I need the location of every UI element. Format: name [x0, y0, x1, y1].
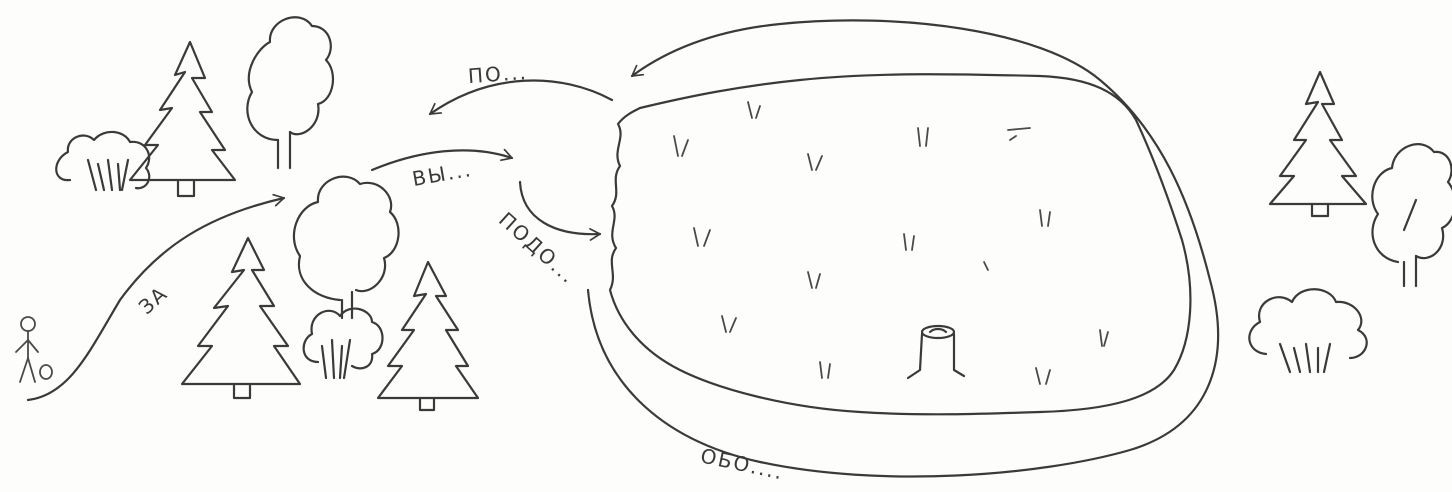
- deciduous-tree-icon: [294, 177, 399, 318]
- bush-icon: [1249, 289, 1366, 372]
- spruce-tree-icon: [130, 42, 235, 196]
- deciduous-tree-icon: [247, 17, 333, 168]
- deciduous-tree-icon: [1372, 144, 1452, 286]
- spruce-tree-icon: [1270, 72, 1366, 216]
- grass-tuft-icon: [674, 102, 1108, 384]
- label-po: ПО...: [467, 60, 528, 88]
- bush-icon: [56, 132, 149, 190]
- path-obo-arrow: [588, 20, 1218, 476]
- tree-stump-icon: [908, 326, 964, 378]
- spruce-tree-icon: [182, 238, 300, 398]
- stick-figure-icon: [16, 317, 52, 382]
- bush-icon: [304, 309, 383, 378]
- meadow-field: [610, 74, 1190, 414]
- spruce-tree-icon: [378, 262, 478, 410]
- path-po-arrow: [430, 80, 612, 114]
